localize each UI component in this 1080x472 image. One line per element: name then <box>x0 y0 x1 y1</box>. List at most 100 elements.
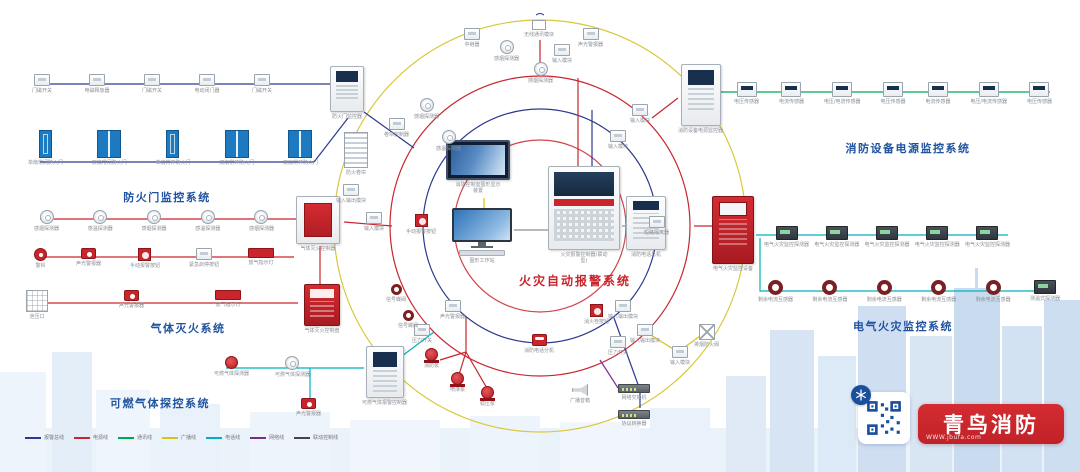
detector-icon <box>254 210 269 224</box>
boxlg-icon <box>978 82 999 97</box>
door-sensor-device: 电动闭门器 <box>194 74 219 94</box>
gas-outlet-device: 泄压口 <box>26 290 48 320</box>
power-sensor-device: 电流传感器 <box>779 82 804 105</box>
gas-outlet-device: 放气指示灯 <box>214 290 241 320</box>
brand-name: 青鸟消防 <box>943 413 1039 437</box>
boxlg-icon <box>832 82 853 97</box>
pressure-switch-icon <box>610 336 626 348</box>
power-sensor-device: 电压/电流传感器 <box>970 82 1007 105</box>
qr-pattern <box>867 401 901 435</box>
electrical-clamp-row: 剩余电流互感器 剩余电流互感器 剩余电流互感器 剩余电流互感器 剩余电流互感器 … <box>758 280 1060 303</box>
gas-detector-device: 感烟探测器 <box>249 210 274 232</box>
jockey-pump-icon <box>480 386 495 401</box>
fire-door-device: 单扇常闭防火门 <box>28 130 63 166</box>
hydrant-button-icon <box>590 304 603 317</box>
device-signal-valve: 信号蝶阀 <box>398 310 418 329</box>
io-module-icon <box>615 300 631 312</box>
electrical-clamp-device: 剩余电流互感器 <box>812 280 847 303</box>
gas-detector-device: 感烟探测器 <box>34 210 59 232</box>
detector-icon <box>39 210 54 224</box>
power-sensor-device: 电压传感器 <box>1027 82 1052 105</box>
combustible-gas-panel: 可燃气体报警控制器 <box>362 346 407 406</box>
electrical-detector-device: 电气火灾监控探测器 <box>965 226 1010 248</box>
label-electrical-system: 电气火灾监控系统 <box>853 320 953 333</box>
electrical-clamp-device: 剩余电流互感器 <box>921 280 956 303</box>
door-sensor-device: 门磁开关 <box>252 74 272 94</box>
label-combustible-system: 可燃气体探控系统 <box>110 397 210 410</box>
smoke-detector-icon <box>533 62 548 76</box>
brand-area: 青鸟消防 WWW.jbufa.com <box>851 385 1064 444</box>
combustible-detector-device: 可燃气体探测器 <box>275 356 310 378</box>
io-module-icon <box>366 212 382 224</box>
legend-line-swatch <box>25 436 41 439</box>
manual-call-point-icon <box>414 214 428 227</box>
device-shutter-controller: 卷帘控制器 <box>384 118 409 138</box>
legend-item: 报警总线 <box>25 434 64 441</box>
door2-icon <box>97 130 122 158</box>
door2-icon <box>224 130 249 158</box>
network-switch-icon <box>618 384 650 393</box>
door-sensor-device: 门磁开关 <box>142 74 162 94</box>
device-io-module: 输入输出模块 <box>630 324 660 344</box>
gas-control-panel-icon <box>296 196 340 244</box>
device-heat-detector: 感温探测器 <box>436 130 461 152</box>
power-monitor-cabinet: 消防设备电源监控器 <box>678 64 723 134</box>
legend-item: 联动控制线 <box>294 434 338 441</box>
device-smoke-detector: 感烟探测器 <box>494 40 519 62</box>
power-sensor-row: 电压传感器 电流传感器 电压/电流传感器 电压传感器 电流传感器 电压/电流传感… <box>734 82 1052 105</box>
sign-icon <box>214 290 241 300</box>
mcall-icon <box>138 248 152 261</box>
io-module-icon <box>610 130 626 142</box>
fire-door-controller-icon <box>330 66 364 112</box>
io-module-icon <box>343 184 359 196</box>
gas-alarm-row: 警铃 声光警报器 手动报警按钮 紧急启停按钮 放气指示灯 <box>34 248 274 269</box>
label-power-system: 消防设备电源监控系统 <box>845 142 971 155</box>
io-module-icon <box>464 28 480 40</box>
gas-outlet-device: 声光警报器 <box>119 290 144 320</box>
fire-shutter-icon <box>344 132 368 168</box>
label-fire-alarm-system: 火灾自动报警系统 <box>518 274 631 288</box>
io-module-icon <box>672 346 688 358</box>
electrical-detector-device: 电气火灾监控探测器 <box>814 226 859 248</box>
combustible-detector-device: 可燃气体探测器 <box>214 356 249 378</box>
device-sounder: 声光警报器 <box>578 28 603 48</box>
device-protocol-converter: 协议转换器 <box>618 410 650 427</box>
wireless-module-icon <box>532 20 546 30</box>
gas-alarm-device: 放气指示灯 <box>247 248 274 269</box>
detector-icon <box>146 210 161 224</box>
legend-line-swatch <box>74 436 91 439</box>
device-signal-valve: 信号蝶阀 <box>386 284 406 303</box>
strobe-icon <box>80 248 96 259</box>
door1-icon <box>166 130 180 158</box>
power-sensor-device: 电流传感器 <box>925 82 950 105</box>
device-sprinkler-pump: 喷淋泵 <box>450 372 465 393</box>
fire-door-device: 双扇常开防火门 <box>219 130 254 166</box>
fire-pump-icon <box>424 348 439 363</box>
fire-door-row: 单扇常闭防火门 双扇常闭防火门 单扇常开防火门 双扇常开防火门 双扇常开防火门 <box>28 130 318 166</box>
legend-line-swatch <box>162 436 179 439</box>
box-icon <box>143 74 160 86</box>
gas-detector-row: 感烟探测器 感温探测器 感烟探测器 感温探测器 感烟探测器 <box>34 210 274 232</box>
sounder-strobe-icon <box>444 300 461 312</box>
device-fire-shutter: 防火卷帘 <box>344 132 368 176</box>
device-jockey-pump: 稳压泵 <box>480 386 495 407</box>
device-wireless-module: 无线通讯模块 <box>524 12 554 38</box>
gas-outlet-row: 泄压口 声光警报器 放气指示灯 <box>26 290 241 320</box>
legend-line-swatch <box>250 436 267 439</box>
signal-valve-icon <box>390 284 402 295</box>
display-screen-icon <box>446 140 510 180</box>
graphic-workstation: 图形工作站 <box>452 208 512 264</box>
device-network-switch: 网络交换机 <box>618 384 650 401</box>
fire-door-device: 双扇常闭防火门 <box>92 130 127 166</box>
boxlg-icon <box>736 82 757 97</box>
heat-detector-icon <box>441 130 456 144</box>
brand-banner: 青鸟消防 WWW.jbufa.com <box>918 404 1064 444</box>
electrical-clamp-device: 测温式探测器 <box>1030 280 1060 303</box>
door-sensor-device: 门磁开关 <box>32 74 52 94</box>
door1-icon <box>39 130 52 158</box>
legend-line-swatch <box>206 436 223 439</box>
sounder-strobe-icon <box>301 398 316 409</box>
gas-alarm-device: 紧急启停按钮 <box>189 248 219 269</box>
main-alarm-panel: 火灾报警控制器(联动型) <box>548 166 620 264</box>
